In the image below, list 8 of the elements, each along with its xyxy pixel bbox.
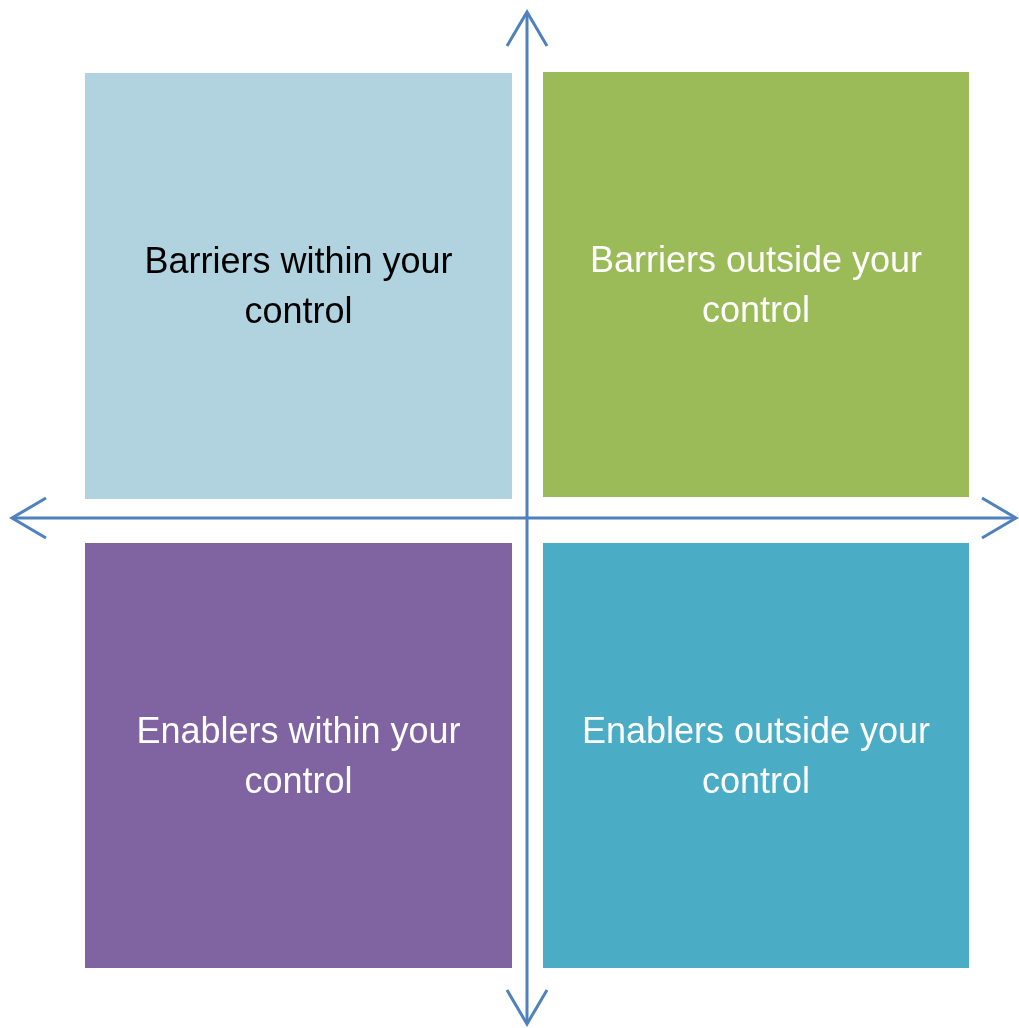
quadrant-box — [85, 73, 512, 499]
quadrant-box — [543, 543, 969, 968]
quadrant-label: Barriers outside your control — [588, 237, 924, 332]
quadrant-label: Enablers within your control — [135, 708, 462, 803]
quadrant-box — [85, 543, 512, 968]
quadrant-label: Enablers outside your control — [580, 708, 932, 803]
quadrant-label: Barriers within your control — [143, 239, 454, 333]
quadrant-box — [543, 72, 969, 497]
